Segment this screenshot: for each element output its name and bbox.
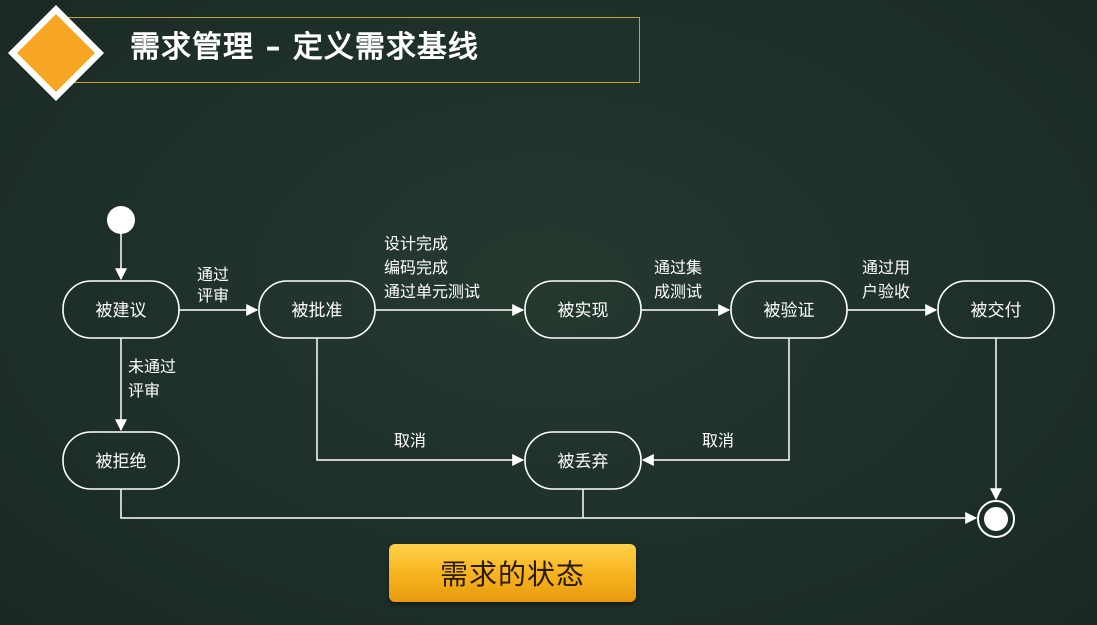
initial-node — [107, 206, 135, 234]
label-implement-3: 通过单元测试 — [384, 282, 480, 301]
state-proposed-label: 被建议 — [96, 301, 147, 321]
state-implemented-label: 被实现 — [558, 301, 609, 321]
label-pass-review-1: 通过 — [197, 265, 229, 284]
state-verified-label: 被验证 — [764, 301, 815, 321]
title-frame — [62, 17, 640, 83]
caption-label: 需求的状态 — [439, 558, 585, 591]
label-acceptance-1: 通过用 — [862, 258, 910, 277]
label-cancel-left: 取消 — [394, 431, 426, 450]
page-title: 需求管理 – 定义需求基线 — [130, 30, 479, 65]
state-rejected-label: 被拒绝 — [96, 452, 147, 472]
label-integration-1: 通过集 — [654, 258, 702, 277]
state-delivered-label: 被交付 — [971, 301, 1022, 321]
state-discarded-label: 被丢弃 — [558, 452, 609, 472]
caption-button[interactable]: 需求的状态 — [389, 544, 636, 602]
final-node-core — [984, 507, 1008, 531]
state-discarded: 被丢弃 — [524, 431, 642, 490]
edge-rejected-final — [120, 489, 978, 524]
label-acceptance-2: 户验收 — [862, 282, 910, 301]
state-approved-label: 被批准 — [292, 301, 343, 321]
state-rejected: 被拒绝 — [62, 431, 180, 490]
state-approved: 被批准 — [258, 280, 376, 339]
state-proposed: 被建议 — [62, 280, 180, 339]
edge-cancel-approved — [316, 338, 525, 466]
diamond-icon — [4, 1, 108, 105]
label-fail-review-2: 评审 — [128, 381, 160, 400]
label-fail-review-1: 未通过 — [128, 357, 176, 376]
state-implemented: 被实现 — [524, 280, 642, 339]
state-delivered: 被交付 — [937, 280, 1055, 339]
label-pass-review-2: 评审 — [197, 286, 229, 305]
label-integration-2: 成测试 — [654, 282, 702, 301]
final-node-ring — [977, 500, 1015, 538]
label-implement-2: 编码完成 — [384, 258, 448, 277]
edge-cancel-verified — [641, 338, 790, 466]
label-cancel-right: 取消 — [702, 431, 734, 450]
state-verified: 被验证 — [730, 280, 848, 339]
label-implement-1: 设计完成 — [384, 234, 448, 253]
